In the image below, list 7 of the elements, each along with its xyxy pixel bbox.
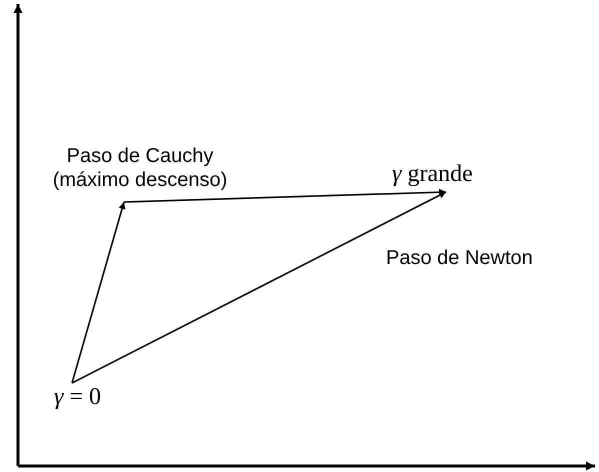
- point-label: γ = 0: [54, 383, 102, 412]
- point-label: γ grande: [392, 160, 473, 189]
- edge-label: Paso de Newton: [386, 246, 533, 270]
- step-label: Paso de Cauchy (máximo descenso): [40, 144, 240, 192]
- arrow: [72, 191, 446, 384]
- arrow: [71, 202, 126, 384]
- arrow: [124, 188, 446, 203]
